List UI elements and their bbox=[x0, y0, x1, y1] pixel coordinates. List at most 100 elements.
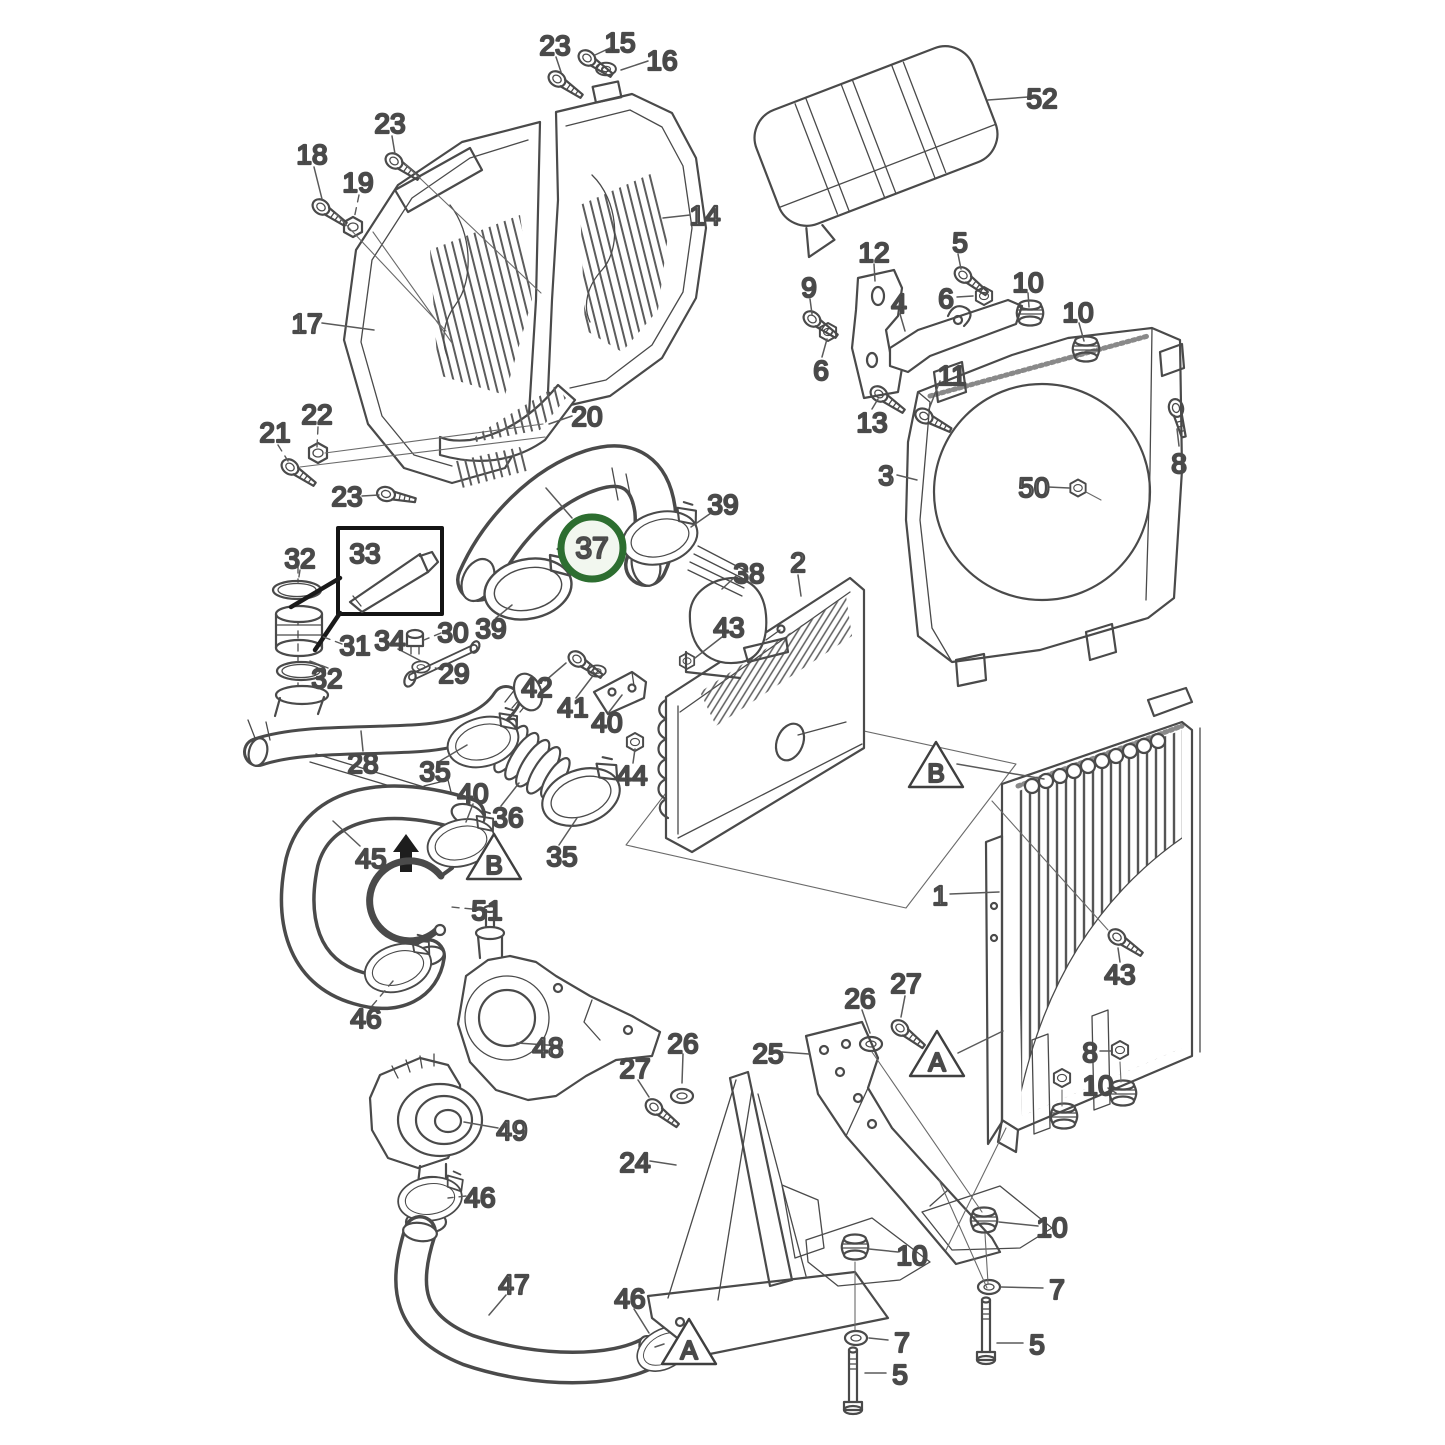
part-label-10: 10 bbox=[1012, 267, 1043, 298]
part-label-17: 17 bbox=[291, 308, 322, 339]
part-label-13: 13 bbox=[856, 407, 887, 438]
part-label-46: 46 bbox=[464, 1182, 495, 1213]
part-label-26: 26 bbox=[844, 983, 875, 1014]
part-label-46: 46 bbox=[614, 1283, 645, 1314]
bolt-5 bbox=[950, 262, 993, 301]
part-label-6: 6 bbox=[938, 283, 954, 314]
callout-triangle-A bbox=[660, 1317, 718, 1366]
part-label-11: 11 bbox=[937, 360, 966, 391]
washer-7 bbox=[843, 1329, 869, 1347]
washer-7 bbox=[976, 1278, 1002, 1296]
part-31-32-sleeve-and-rings bbox=[271, 565, 330, 718]
part-label-39: 39 bbox=[475, 613, 506, 644]
part-label-6: 6 bbox=[813, 355, 829, 386]
highlight-ring bbox=[557, 513, 627, 583]
part-label-5: 5 bbox=[892, 1359, 908, 1390]
part-label-12: 12 bbox=[858, 237, 889, 268]
part-label-16: 16 bbox=[646, 45, 677, 76]
bolt-5 bbox=[842, 1346, 864, 1416]
leader-lines bbox=[277, 47, 1180, 1374]
bolt-23 bbox=[374, 484, 418, 509]
part-label-48: 48 bbox=[532, 1032, 563, 1063]
nut-22 bbox=[307, 441, 329, 465]
part-label-2: 2 bbox=[790, 547, 806, 578]
part-30-plug bbox=[405, 628, 425, 655]
part-label-8: 8 bbox=[1171, 448, 1187, 479]
washer-26 bbox=[669, 1087, 695, 1105]
part-label-21: 21 bbox=[259, 417, 290, 448]
part-2-radiator bbox=[625, 576, 1017, 909]
part-label-5: 5 bbox=[952, 227, 968, 258]
bracket-feet bbox=[805, 1009, 1111, 1287]
highlight-circle[interactable]: 37 bbox=[557, 513, 627, 583]
part-14-fan-shroud-right-half bbox=[546, 80, 708, 408]
part-label-40: 40 bbox=[591, 707, 622, 738]
part-label-31: 31 bbox=[339, 630, 370, 661]
callout-triangle-B bbox=[907, 740, 965, 789]
callout-letter-B: B bbox=[927, 758, 944, 788]
part-label-18: 18 bbox=[296, 139, 327, 170]
part-33-sealant-inset bbox=[288, 526, 444, 653]
bolt-5 bbox=[975, 1296, 997, 1366]
part-40-bracket-plate bbox=[592, 670, 648, 716]
part-label-1: 1 bbox=[932, 880, 948, 911]
part-label-22: 22 bbox=[301, 399, 332, 430]
nut-19 bbox=[342, 215, 364, 239]
highlight-part-number: 37 bbox=[575, 532, 608, 565]
part-24-support-bracket bbox=[646, 1070, 890, 1358]
part-46-hose-clamp bbox=[394, 1169, 469, 1226]
part-label-38: 38 bbox=[733, 558, 764, 589]
part-label-24: 24 bbox=[619, 1147, 650, 1178]
callout-letter-B: B bbox=[485, 850, 502, 880]
part-51-spring-clip bbox=[366, 857, 454, 945]
part-label-49: 49 bbox=[496, 1115, 527, 1146]
grommet-10 bbox=[840, 1233, 870, 1261]
part-label-36: 36 bbox=[492, 802, 523, 833]
part-label-9: 9 bbox=[801, 272, 817, 303]
part-1-radiator bbox=[984, 686, 1201, 1154]
part-label-51: 51 bbox=[471, 895, 502, 926]
part-label-43: 43 bbox=[713, 612, 744, 643]
part-label-50: 50 bbox=[1018, 472, 1049, 503]
part-4-bracket bbox=[888, 298, 1024, 374]
part-label-25: 25 bbox=[752, 1038, 783, 1069]
part-label-10: 10 bbox=[1036, 1212, 1067, 1243]
part-label-47: 47 bbox=[498, 1269, 529, 1300]
part-label-19: 19 bbox=[342, 167, 373, 198]
part-label-27: 27 bbox=[890, 968, 921, 999]
part-label-45: 45 bbox=[355, 843, 386, 874]
part-label-30: 30 bbox=[437, 617, 468, 648]
part-label-40: 40 bbox=[457, 778, 488, 809]
direction-arrow bbox=[393, 834, 419, 872]
callout-triangle-B bbox=[465, 832, 523, 881]
bolt-23 bbox=[544, 67, 587, 104]
part-label-10: 10 bbox=[1062, 297, 1093, 328]
part-label-39: 39 bbox=[707, 489, 738, 520]
part-label-7: 7 bbox=[1049, 1274, 1065, 1305]
part-52-expansion-tank bbox=[753, 45, 999, 259]
part-label-14: 14 bbox=[689, 200, 720, 231]
part-25-support-bracket bbox=[804, 1020, 1002, 1266]
part-20-shroud-lower-section bbox=[438, 383, 577, 488]
part-label-43: 43 bbox=[1104, 959, 1135, 990]
part-label-34: 34 bbox=[374, 625, 405, 656]
callout-triangle-A bbox=[908, 1029, 966, 1078]
part-label-41: 41 bbox=[557, 692, 588, 723]
part-label-10: 10 bbox=[1082, 1070, 1113, 1101]
bolt-27 bbox=[887, 1015, 930, 1054]
part-label-35: 35 bbox=[546, 841, 577, 872]
part-label-10: 10 bbox=[896, 1240, 927, 1271]
part-label-44: 44 bbox=[616, 760, 647, 791]
part-label-8: 8 bbox=[1082, 1037, 1098, 1068]
part-label-42: 42 bbox=[521, 672, 552, 703]
part-label-23: 23 bbox=[539, 30, 570, 61]
part-label-3: 3 bbox=[878, 460, 894, 491]
part-label-15: 15 bbox=[604, 27, 635, 58]
part-label-52: 52 bbox=[1026, 83, 1057, 114]
part-label-28: 28 bbox=[347, 748, 378, 779]
part-label-26: 26 bbox=[667, 1028, 698, 1059]
